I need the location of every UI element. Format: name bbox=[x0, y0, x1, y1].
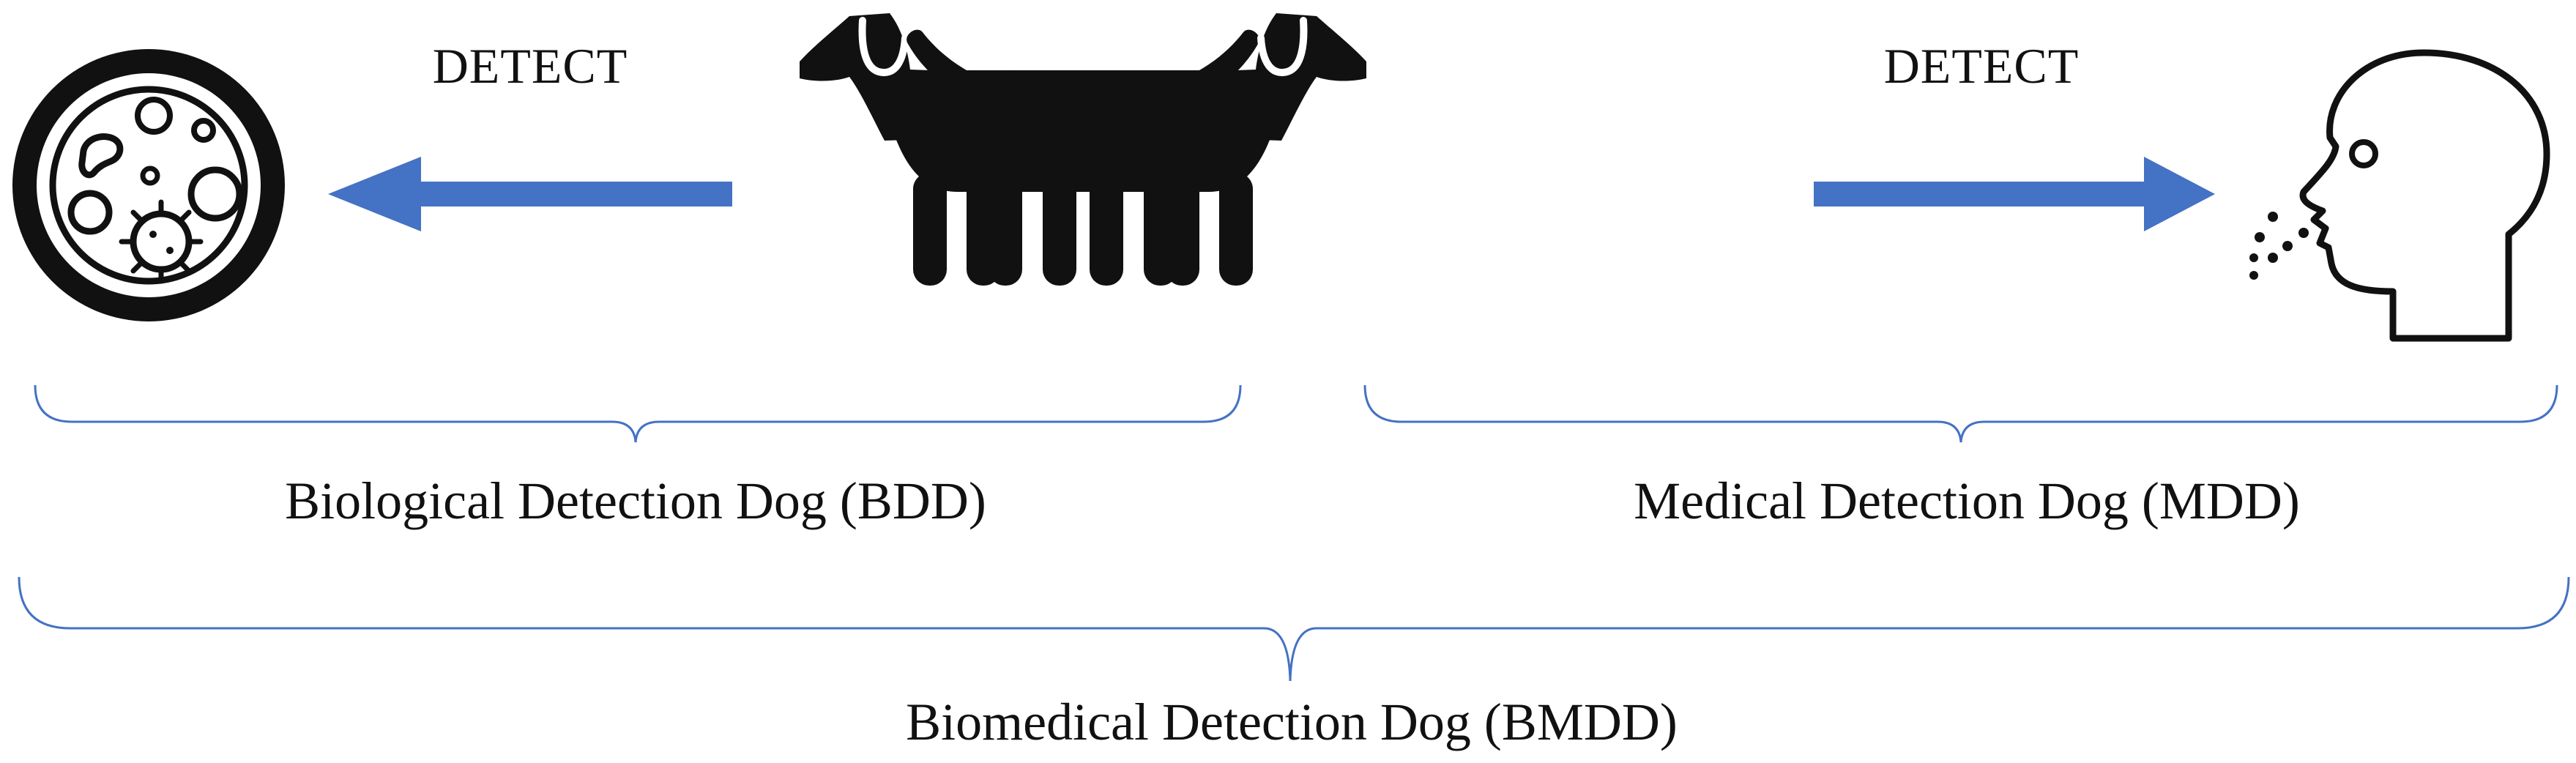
right-dog-icon bbox=[907, 13, 1366, 286]
human-head-breath-icon bbox=[2299, 49, 2550, 342]
mdd-label: Medical Detection Dog (MDD) bbox=[1634, 472, 2300, 530]
bmdd-label: Biomedical Detection Dog (BMDD) bbox=[906, 693, 1678, 751]
bmdd-bracket bbox=[18, 576, 2570, 682]
bdd-bracket bbox=[34, 384, 1242, 443]
breath-particles-icon bbox=[2249, 212, 2309, 280]
petri-dish-icon bbox=[12, 49, 285, 321]
detect-label-left: DETECT bbox=[432, 38, 628, 94]
detect-label-right: DETECT bbox=[1883, 38, 2080, 94]
mdd-bracket bbox=[1363, 384, 2558, 443]
right-detect-arrow bbox=[1814, 157, 2215, 231]
bdd-label: Biological Detection Dog (BDD) bbox=[285, 472, 986, 530]
left-detect-arrow bbox=[328, 157, 732, 231]
